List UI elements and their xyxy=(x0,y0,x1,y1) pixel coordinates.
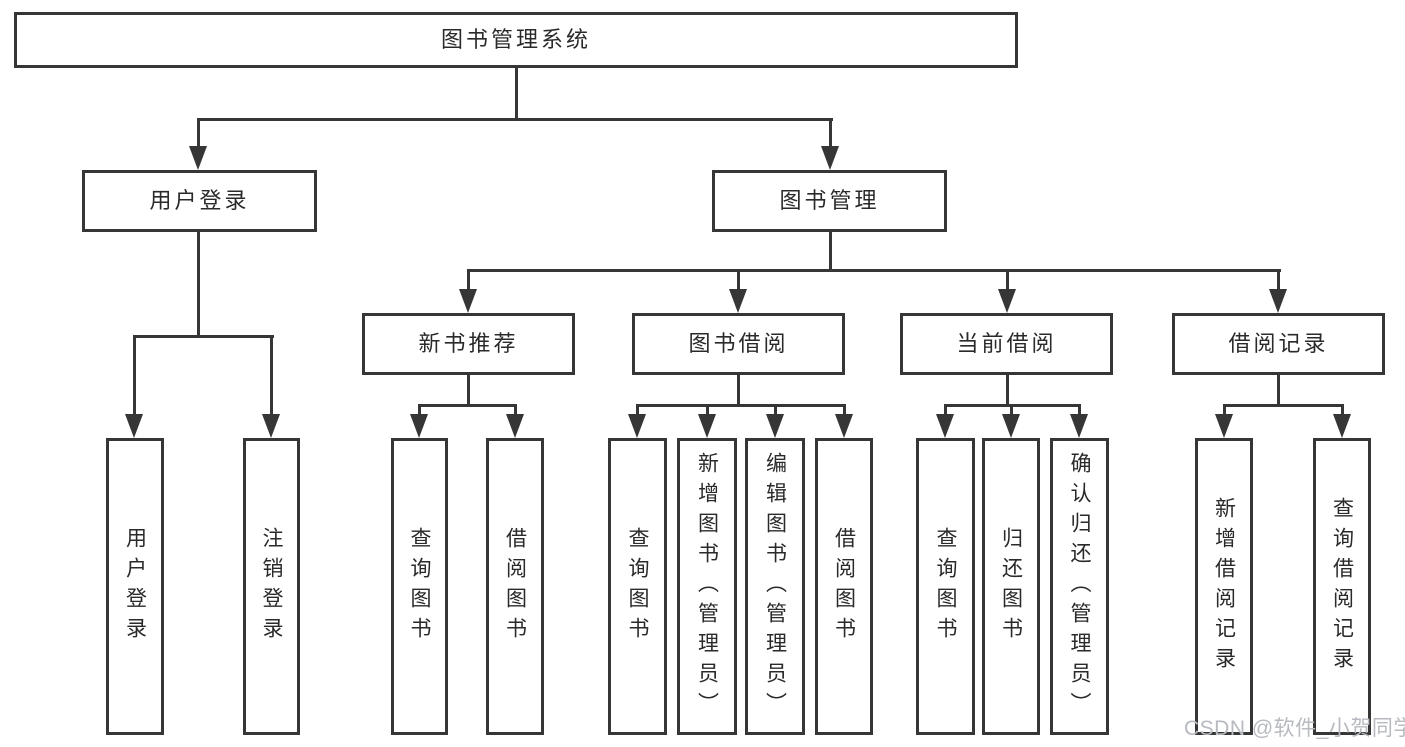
leaf-query-borrow-record: 查询借阅记录 xyxy=(1313,438,1371,735)
connector-line xyxy=(515,68,518,121)
arrow-down-icon xyxy=(1333,414,1351,438)
connector-line xyxy=(467,269,1281,272)
leaf-label: 借阅图书 xyxy=(832,526,856,647)
node-label: 借阅记录 xyxy=(1228,331,1329,356)
connector-line xyxy=(636,404,845,407)
leaf-label: 归还图书 xyxy=(999,526,1023,647)
connector-line xyxy=(737,269,740,295)
connector-line xyxy=(1006,372,1009,406)
leaf-logout: 注销登录 xyxy=(243,438,300,735)
leaf-confirm-return-admin: 确认归还（管理员） xyxy=(1050,438,1109,735)
leaf-edit-books-admin: 编辑图书（管理员） xyxy=(745,438,805,735)
connector-line xyxy=(270,335,273,418)
leaf-label: 借阅图书 xyxy=(503,526,527,647)
connector-line xyxy=(418,404,517,407)
connector-line xyxy=(514,404,517,420)
connector-line xyxy=(737,372,740,406)
node-book-management: 图书管理 xyxy=(712,170,947,232)
leaf-user-login: 用户登录 xyxy=(106,438,164,735)
node-label: 图书管理系统 xyxy=(440,27,591,52)
node-label: 图书管理 xyxy=(779,188,880,213)
connector-line xyxy=(636,404,639,420)
connector-line xyxy=(829,229,832,272)
arrow-down-icon xyxy=(459,289,477,313)
csdn-watermark: CSDN @软件_小贺同学 xyxy=(1184,717,1405,740)
arrow-down-icon xyxy=(628,414,646,438)
leaf-label: 编辑图书（管理员） xyxy=(763,451,787,722)
arrow-down-icon xyxy=(729,289,747,313)
connector-line xyxy=(843,404,846,420)
node-label: 当前借阅 xyxy=(956,331,1057,356)
leaf-return-books: 归还图书 xyxy=(982,438,1040,735)
leaf-add-borrow-record: 新增借阅记录 xyxy=(1195,438,1253,735)
connector-line xyxy=(418,404,421,420)
leaf-label: 查询图书 xyxy=(626,526,649,647)
connector-line xyxy=(467,269,470,295)
connector-line xyxy=(1277,372,1280,406)
leaf-borrow-books: 借阅图书 xyxy=(815,438,873,735)
connector-line xyxy=(944,404,947,420)
arrow-down-icon xyxy=(189,146,207,170)
node-root-library-system: 图书管理系统 xyxy=(14,12,1018,68)
node-label: 新书推荐 xyxy=(418,331,519,356)
leaf-label: 查询图书 xyxy=(934,526,957,647)
arrow-down-icon xyxy=(410,414,428,438)
leaf-label: 新增图书（管理员） xyxy=(695,451,719,722)
connector-line xyxy=(1223,404,1343,407)
leaf-label: 注销登录 xyxy=(260,526,283,647)
leaf-label: 查询图书 xyxy=(408,526,431,647)
connector-line xyxy=(197,118,833,121)
node-new-book-recommendation: 新书推荐 xyxy=(362,313,575,375)
node-label: 图书借阅 xyxy=(688,331,789,356)
connector-line xyxy=(1006,269,1009,295)
arrow-down-icon xyxy=(998,289,1016,313)
leaf-query-books-borrow: 查询图书 xyxy=(608,438,667,735)
leaf-add-books-admin: 新增图书（管理员） xyxy=(677,438,737,735)
arrow-down-icon xyxy=(506,414,524,438)
leaf-borrow-books-recommend: 借阅图书 xyxy=(486,438,544,735)
connector-line xyxy=(1010,404,1013,420)
connector-line xyxy=(1078,404,1081,420)
arrow-down-icon xyxy=(766,414,784,438)
arrow-down-icon xyxy=(125,414,143,438)
connector-line xyxy=(467,372,470,406)
node-label: 用户登录 xyxy=(149,188,250,213)
arrow-down-icon xyxy=(1070,414,1088,438)
arrow-down-icon xyxy=(936,414,954,438)
connector-line xyxy=(1277,269,1280,295)
connector-line xyxy=(829,118,832,150)
arrow-down-icon xyxy=(1215,414,1233,438)
connector-line xyxy=(774,404,777,420)
leaf-label: 新增借阅记录 xyxy=(1212,496,1236,677)
leaf-label: 用户登录 xyxy=(123,526,147,647)
arrow-down-icon xyxy=(835,414,853,438)
arrow-down-icon xyxy=(698,414,716,438)
node-user-login: 用户登录 xyxy=(82,170,317,232)
arrow-down-icon xyxy=(821,146,839,170)
leaf-label: 确认归还（管理员） xyxy=(1068,451,1091,722)
connector-line xyxy=(133,335,274,338)
node-borrowing-records: 借阅记录 xyxy=(1172,313,1385,375)
arrow-down-icon xyxy=(1002,414,1020,438)
connector-line xyxy=(133,335,136,418)
leaf-label: 查询借阅记录 xyxy=(1330,496,1354,677)
connector-line xyxy=(1223,404,1226,420)
leaf-query-books-current: 查询图书 xyxy=(916,438,975,735)
arrow-down-icon xyxy=(262,414,280,438)
node-current-borrowing: 当前借阅 xyxy=(900,313,1113,375)
node-book-borrowing: 图书借阅 xyxy=(632,313,845,375)
connector-line xyxy=(706,404,709,420)
connector-line xyxy=(197,118,200,150)
connector-line xyxy=(1341,404,1344,420)
leaf-query-books-recommend: 查询图书 xyxy=(391,438,448,735)
connector-line xyxy=(197,229,200,337)
arrow-down-icon xyxy=(1269,289,1287,313)
